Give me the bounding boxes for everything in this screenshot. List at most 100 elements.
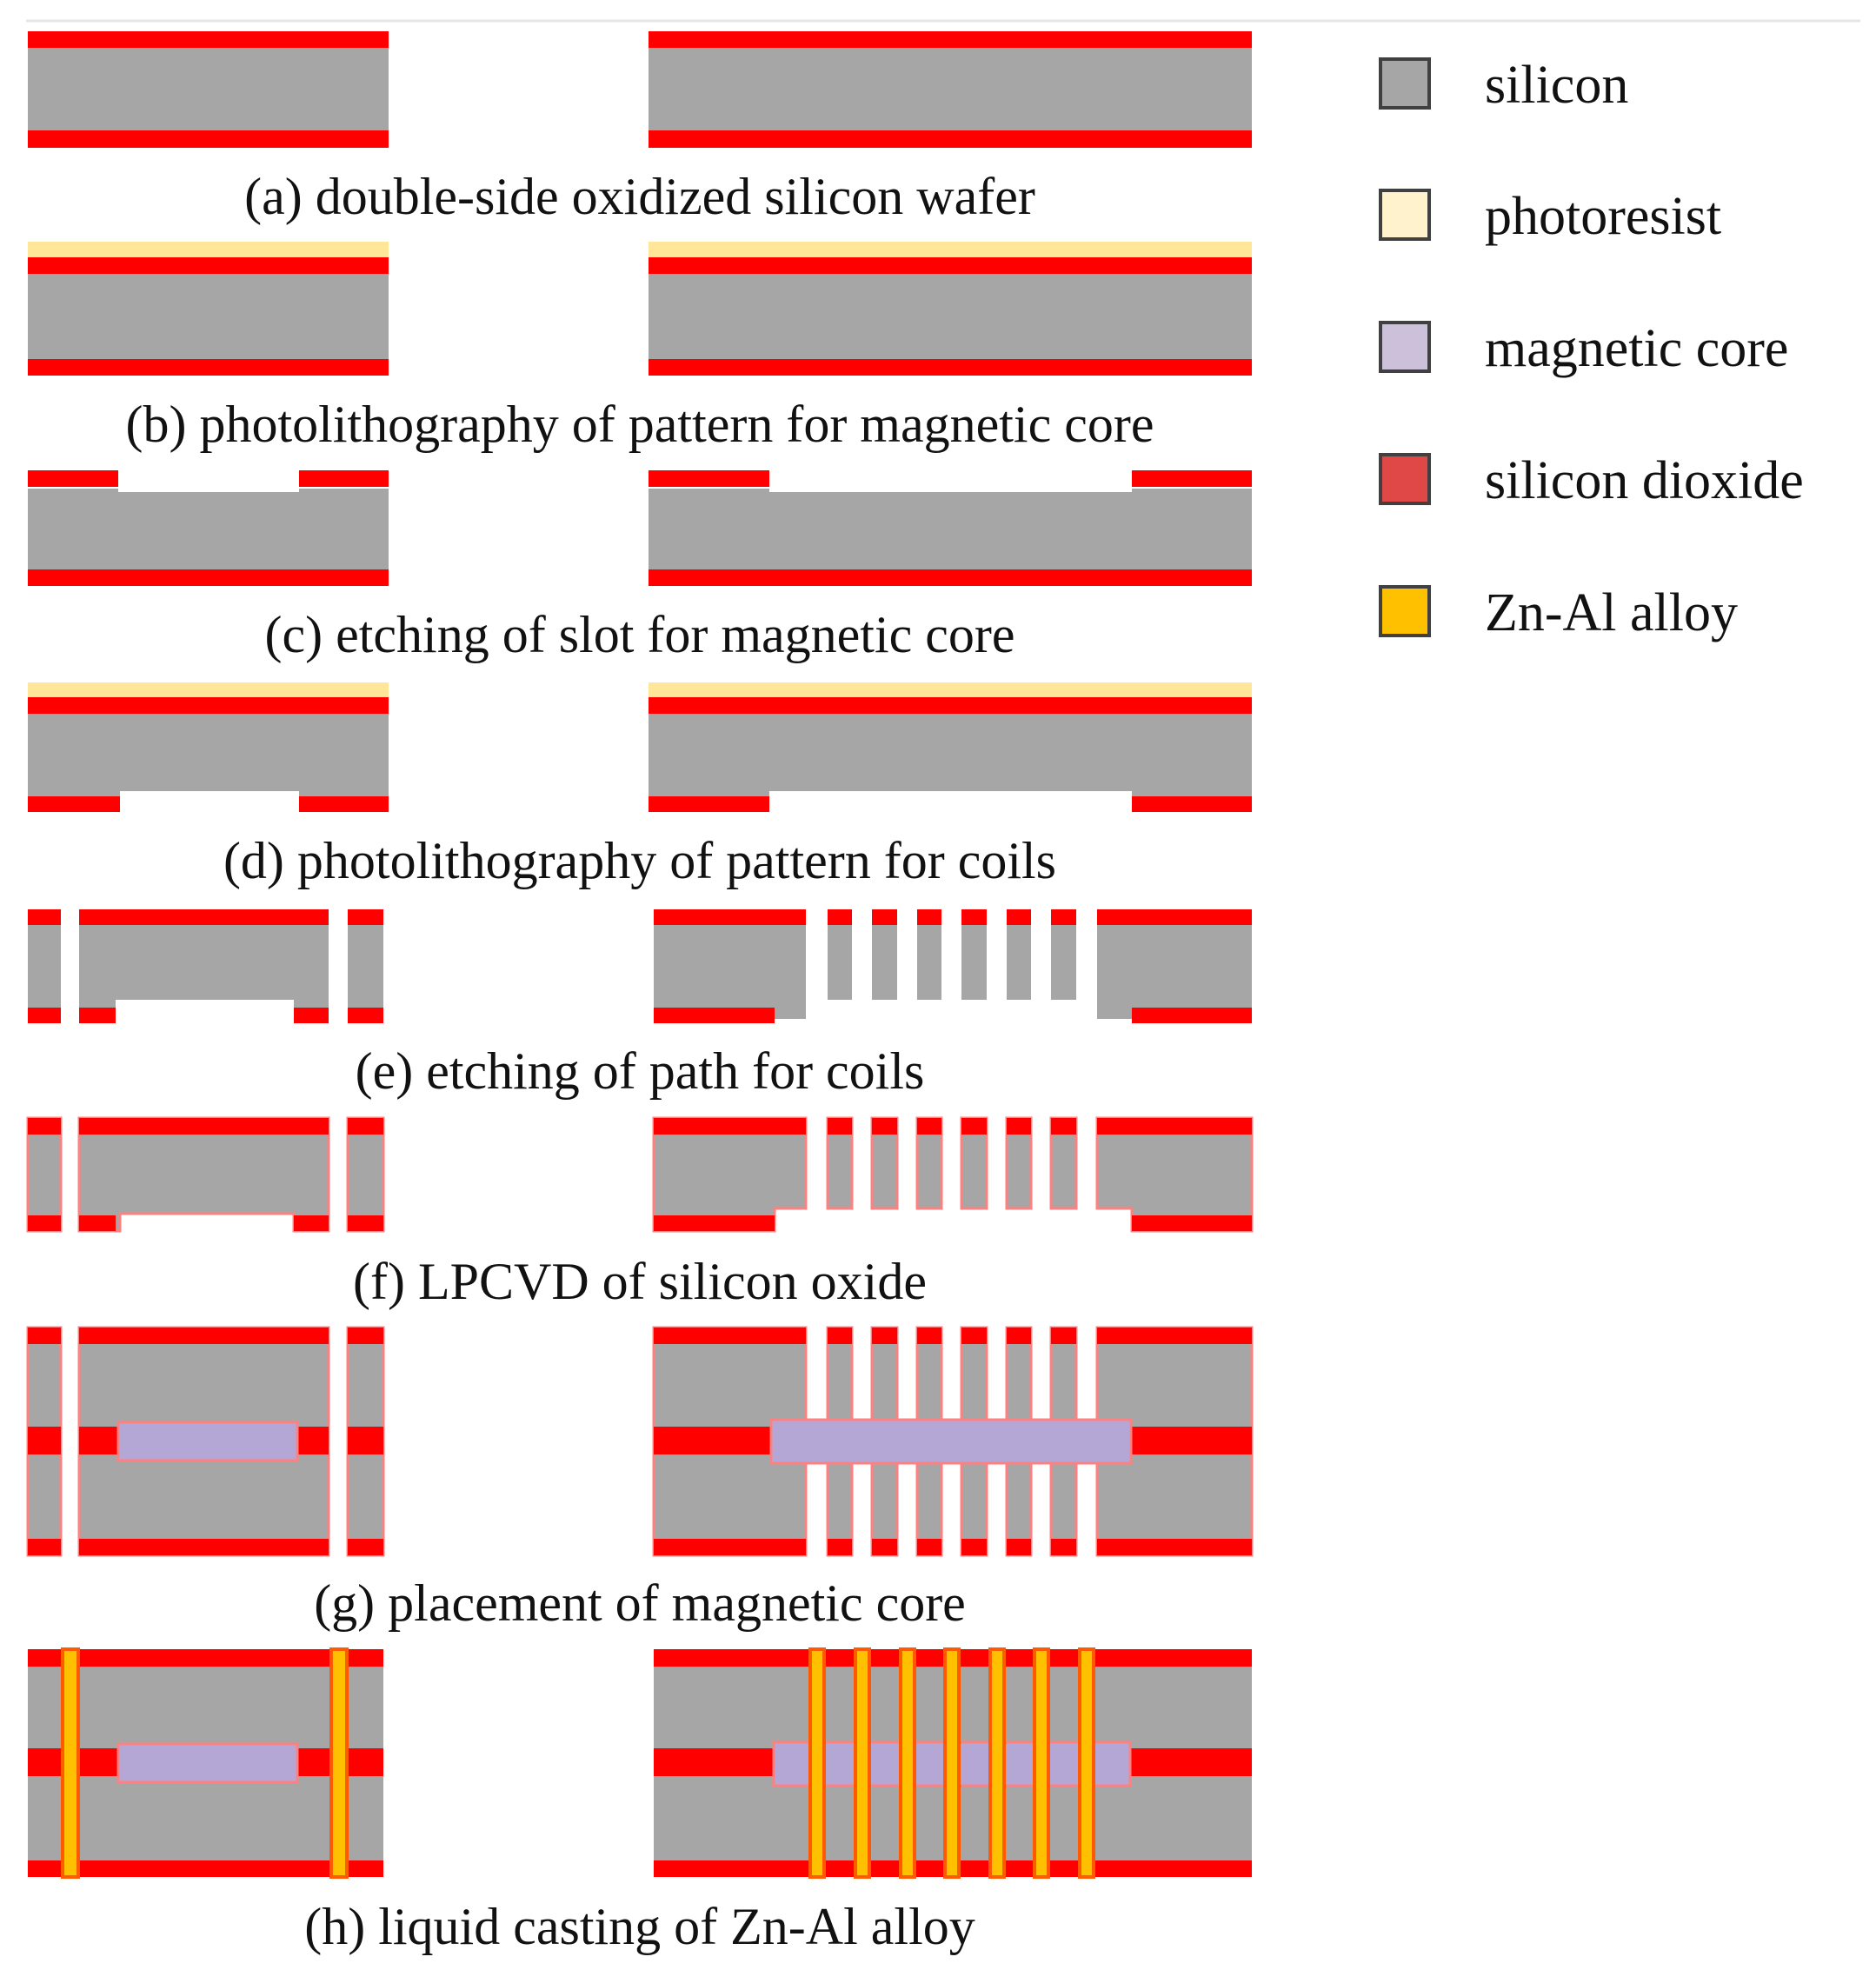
oxide-top	[917, 909, 941, 925]
step-g-right-cross-section	[652, 1326, 1254, 1557]
step-e-left-cross-section	[28, 909, 383, 1023]
oxide-top	[654, 909, 806, 925]
oxide-top	[649, 257, 1252, 274]
oxide-top	[961, 909, 987, 925]
oxide-top	[1097, 1118, 1252, 1135]
oxide-bottom	[961, 1539, 987, 1555]
oxide-top	[872, 1118, 897, 1135]
oxide-bottom	[1132, 1008, 1252, 1023]
oxide-top	[649, 697, 1252, 714]
oxide-top	[28, 1649, 383, 1667]
silicon-block	[346, 1116, 385, 1233]
silicon-layer	[649, 31, 1252, 148]
step-h-caption: (h) liquid casting of Zn-Al alloy	[304, 1898, 975, 1955]
oxide-top	[28, 1328, 61, 1344]
legend-label-photoresist: photoresist	[1485, 187, 1721, 246]
zn-al-coil	[988, 1647, 1006, 1879]
oxide-bottom	[28, 1215, 61, 1231]
oxide-top	[79, 1118, 329, 1135]
zn-al-coil	[61, 1647, 80, 1879]
step-c-cross-sections	[28, 470, 1252, 586]
oxide-bottom	[294, 1008, 329, 1023]
step-f-right-cross-section	[652, 1116, 1254, 1233]
oxide-bottom	[1007, 1539, 1031, 1555]
oxide-top	[872, 909, 897, 925]
oxide-top	[649, 31, 1252, 48]
oxide-bottom	[79, 1539, 329, 1555]
oxide-top-left	[649, 470, 769, 487]
step-d-cross-sections	[28, 682, 1252, 812]
oxide-top	[28, 697, 389, 714]
magnetic-core	[116, 1742, 299, 1784]
silicon-block	[348, 909, 383, 1019]
slot-opening	[118, 489, 299, 492]
oxide-bottom	[348, 1539, 383, 1555]
step-c-caption: (c) etching of slot for magnetic core	[265, 606, 1015, 663]
oxide-top	[28, 31, 389, 48]
oxide-top-left	[28, 470, 118, 487]
step-g-left-cross-section	[26, 1326, 385, 1557]
oxide-top	[348, 1118, 383, 1135]
legend-swatch-photoresist	[1379, 189, 1431, 241]
oxide-top	[828, 909, 852, 925]
step-h-left-cross-section	[28, 1647, 383, 1879]
oxide-top	[348, 909, 383, 925]
zn-al-coil	[854, 1647, 871, 1879]
step-e-caption: (e) etching of path for coils	[356, 1042, 925, 1100]
step-b-caption: (b) photolithography of pattern for magn…	[126, 396, 1154, 453]
step-d-caption: (d) photolithography of pattern for coil…	[223, 832, 1056, 889]
oxide-top	[1007, 909, 1031, 925]
zn-al-coil	[943, 1647, 961, 1879]
oxide-bottom	[294, 1215, 329, 1231]
legend-label-silicon-dioxide: silicon dioxide	[1485, 451, 1804, 510]
oxide-top	[1097, 909, 1252, 925]
oxide-bottom	[917, 1539, 941, 1555]
photoresist-layer	[649, 242, 1252, 257]
oxide-bottom	[1132, 1215, 1252, 1231]
oxide-bottom	[28, 359, 389, 376]
silicon-block	[1097, 909, 1252, 1019]
oxide-top-right	[299, 470, 389, 487]
legend-label-silicon: silicon	[1485, 56, 1628, 115]
oxide-top	[872, 1328, 897, 1344]
silicon-block	[28, 909, 61, 1019]
oxide-bottom	[649, 359, 1252, 376]
step-f-caption: (f) LPCVD of silicon oxide	[353, 1253, 927, 1310]
oxide-top	[961, 1118, 987, 1135]
oxide-bottom	[649, 569, 1252, 586]
oxide-top	[348, 1328, 383, 1344]
silicon-block	[77, 1116, 330, 1233]
oxide-top	[1051, 1328, 1076, 1344]
legend-swatch-silicon	[1379, 57, 1431, 110]
oxide-top	[79, 909, 329, 925]
oxide-top	[654, 1118, 806, 1135]
oxide-top	[828, 1328, 852, 1344]
silicon-block	[652, 1116, 808, 1233]
oxide-bottom	[79, 1215, 116, 1231]
oxide-bottom-right	[1132, 796, 1252, 812]
oxide-bottom	[28, 1539, 61, 1555]
oxide-bottom	[28, 130, 389, 148]
photoresist-layer	[28, 682, 389, 697]
oxide-top	[1007, 1328, 1031, 1344]
oxide-top	[1097, 1328, 1252, 1344]
silicon-block	[1095, 1116, 1254, 1233]
slot-underside	[769, 791, 1132, 812]
zn-al-coil	[808, 1647, 826, 1879]
step-h-right-cross-section	[654, 1647, 1252, 1879]
oxide-bottom	[649, 130, 1252, 148]
oxide-bottom	[348, 1215, 383, 1231]
oxide-bottom	[1051, 1539, 1076, 1555]
oxide-bottom	[28, 569, 389, 586]
silicon-block	[654, 909, 806, 1019]
oxide-top	[654, 1328, 806, 1344]
legend: silicon photoresist magnetic core silico…	[1379, 56, 1804, 642]
photoresist-layer	[649, 682, 1252, 697]
step-a-cross-sections	[28, 31, 1252, 148]
photoresist-layer	[28, 242, 389, 257]
magnetic-core	[116, 1421, 299, 1462]
oxide-bottom-left	[649, 796, 769, 812]
zn-al-coil	[1033, 1647, 1050, 1879]
silicon-block	[26, 1116, 63, 1233]
slot-underside	[120, 791, 299, 812]
